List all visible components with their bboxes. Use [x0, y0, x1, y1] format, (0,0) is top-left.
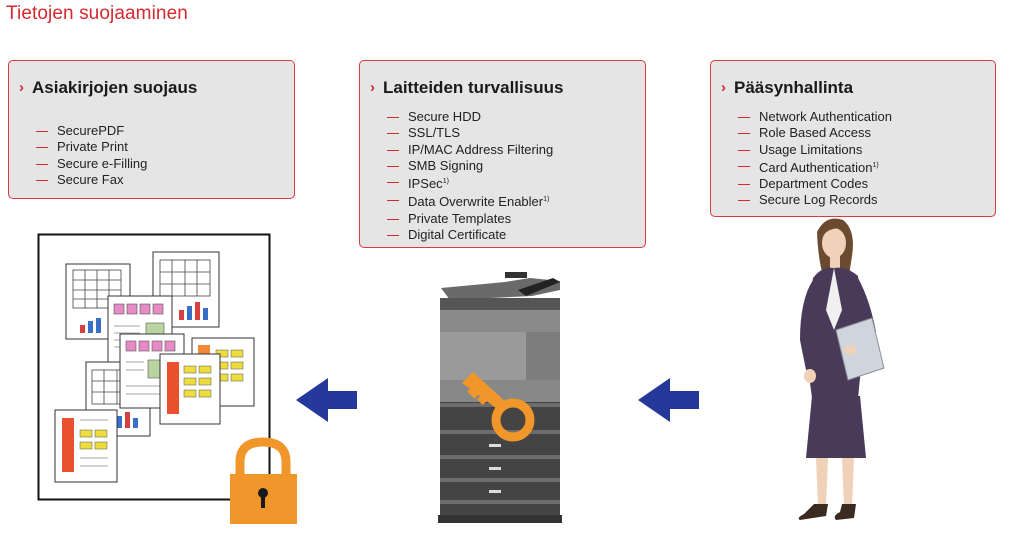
- list-item: Secure e-Filling: [36, 156, 147, 172]
- list-item: Role Based Access: [738, 125, 892, 141]
- box-access-control-title: ›Pääsynhallinta: [721, 78, 854, 97]
- list-item: Secure Log Records: [738, 192, 892, 208]
- dash-icon: [387, 182, 399, 184]
- list-item: IP/MAC Address Filtering: [387, 142, 553, 158]
- dash-icon: [738, 165, 750, 167]
- dash-icon: [738, 117, 750, 118]
- list-item: Department Codes: [738, 176, 892, 192]
- dash-icon: [387, 149, 399, 151]
- list-item: Card Authentication1): [738, 158, 892, 176]
- list-item: SSL/TLS: [387, 125, 553, 141]
- list-item: Private Print: [36, 139, 147, 155]
- box-access-control-list: Network Authentication Role Based Access…: [738, 109, 892, 209]
- page-title: Tietojen suojaaminen: [6, 3, 188, 24]
- dash-icon: [387, 218, 399, 220]
- box-device-security: ›Laitteiden turvallisuus Secure HDD SSL/…: [359, 60, 646, 248]
- dash-icon: [36, 179, 48, 181]
- chevron-right-icon: ›: [370, 79, 375, 96]
- dash-icon: [36, 131, 48, 132]
- box-device-security-list: Secure HDD SSL/TLS IP/MAC Address Filter…: [387, 109, 553, 243]
- list-item: Usage Limitations: [738, 142, 892, 158]
- dash-icon: [738, 200, 750, 202]
- list-item: Digital Certificate: [387, 227, 553, 243]
- dash-icon: [738, 149, 750, 151]
- list-item: SMB Signing: [387, 158, 553, 174]
- list-item: SecurePDF: [36, 123, 147, 139]
- dash-icon: [387, 117, 399, 118]
- dash-icon: [738, 184, 750, 186]
- footnote-marker: 1): [543, 196, 550, 204]
- footnote-marker: 1): [872, 161, 879, 169]
- box-device-security-title: ›Laitteiden turvallisuus: [370, 78, 564, 97]
- list-item: Data Overwrite Enabler1): [387, 192, 553, 210]
- dash-icon: [36, 163, 48, 165]
- box-document-security-list: SecurePDF Private Print Secure e-Filling…: [36, 123, 147, 188]
- padlock-icon: [230, 437, 297, 524]
- dash-icon: [387, 165, 399, 167]
- dash-icon: [36, 147, 48, 149]
- chevron-right-icon: ›: [19, 79, 24, 96]
- chevron-right-icon: ›: [721, 79, 726, 96]
- box-document-security: ›Asiakirjojen suojaus SecurePDF Private …: [8, 60, 295, 199]
- dash-icon: [387, 235, 399, 237]
- key-icon: [462, 372, 535, 442]
- dash-icon: [387, 200, 399, 202]
- list-item: Secure HDD: [387, 109, 553, 125]
- dash-icon: [387, 133, 399, 135]
- box-access-control: ›Pääsynhallinta Network Authentication R…: [710, 60, 996, 217]
- list-item: Network Authentication: [738, 109, 892, 125]
- box-document-security-title: ›Asiakirjojen suojaus: [19, 78, 198, 97]
- list-item: IPSec1): [387, 174, 553, 192]
- footnote-marker: 1): [442, 178, 449, 186]
- dash-icon: [738, 133, 750, 135]
- list-item: Private Templates: [387, 211, 553, 227]
- list-item: Secure Fax: [36, 172, 147, 188]
